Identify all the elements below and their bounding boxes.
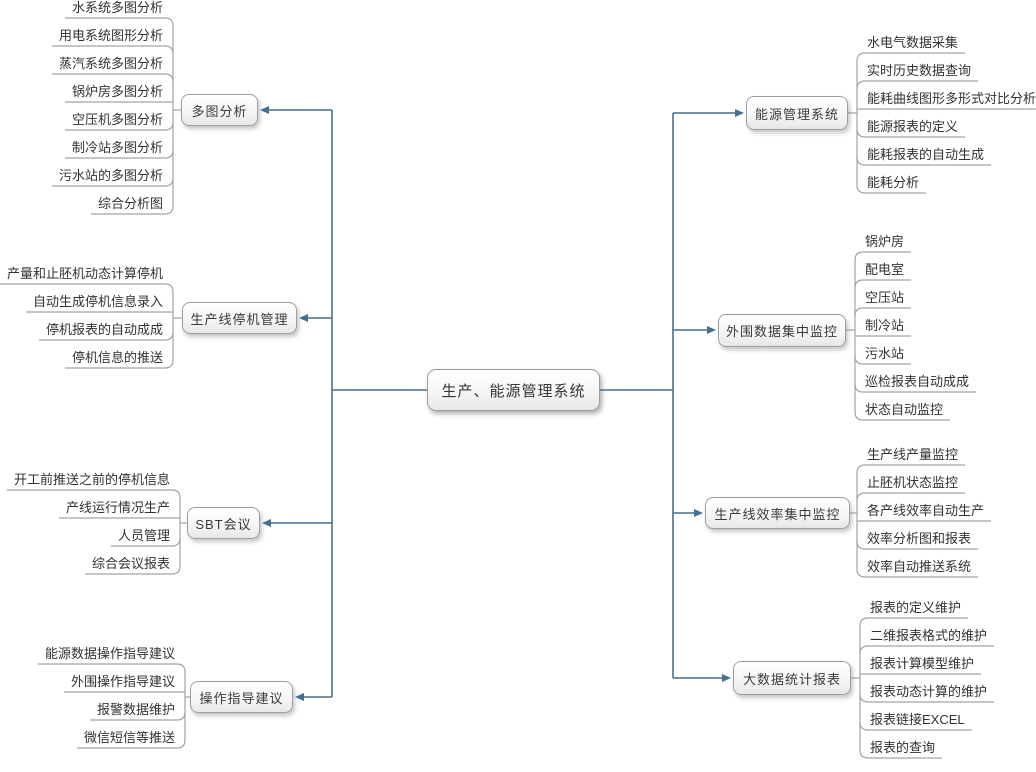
leaf-topic[interactable]: 外围操作指导建议 bbox=[70, 674, 175, 689]
leaf-topic[interactable]: 锅炉房 bbox=[865, 234, 905, 249]
leaf-topic[interactable]: 能耗分析 bbox=[867, 175, 920, 190]
leaf-topic[interactable]: 污水站 bbox=[865, 346, 905, 361]
branch-topic-label: 生产线停机管理 bbox=[190, 311, 289, 327]
branch-topic-label: 多图分析 bbox=[191, 103, 248, 119]
leaf-topic[interactable]: 微信短信等推送 bbox=[83, 730, 175, 745]
leaf-topic[interactable]: 综合分析图 bbox=[97, 196, 163, 211]
branch-topic-right-1[interactable]: 外围数据集中监控 bbox=[718, 313, 846, 347]
leaf-topic[interactable]: 效率分析图和报表 bbox=[867, 531, 972, 546]
branch-topic-right-2[interactable]: 生产线效率集中监控 bbox=[705, 497, 850, 529]
leaf-topic[interactable]: 水电气数据采集 bbox=[867, 35, 959, 50]
branch-topic-left-2[interactable]: SBT会议 bbox=[187, 507, 260, 539]
branch-topic-right-0[interactable]: 能源管理系统 bbox=[746, 96, 848, 130]
leaf-topic[interactable]: 综合会议报表 bbox=[91, 556, 170, 571]
branch-topic-left-3[interactable]: 操作指导建议 bbox=[190, 681, 293, 713]
branch-topic-left-0[interactable]: 多图分析 bbox=[181, 94, 258, 126]
leaf-topic[interactable]: 空压站 bbox=[865, 290, 905, 305]
leaf-topic[interactable]: 报警数据维护 bbox=[96, 702, 175, 717]
branch-topic-label: 外围数据集中监控 bbox=[725, 323, 838, 339]
branch-topic-label: SBT会议 bbox=[195, 516, 252, 532]
leaf-topic[interactable]: 水系统多图分析 bbox=[71, 0, 163, 15]
root-topic-label: 生产、能源管理系统 bbox=[441, 382, 586, 400]
leaf-topic[interactable]: 巡检报表自动成成 bbox=[865, 374, 970, 389]
leaf-topic[interactable]: 报表的定义维护 bbox=[870, 600, 962, 615]
leaf-topic[interactable]: 开工前推送之前的停机信息 bbox=[13, 472, 170, 487]
leaf-topic[interactable]: 报表链接EXCEL bbox=[870, 712, 965, 727]
leaf-topic[interactable]: 污水站的多图分析 bbox=[58, 168, 163, 183]
leaf-topic[interactable]: 实时历史数据查询 bbox=[867, 63, 972, 78]
branch-topic-left-1[interactable]: 生产线停机管理 bbox=[182, 302, 297, 334]
leaf-topic[interactable]: 生产线产量监控 bbox=[867, 447, 959, 462]
leaf-topic[interactable]: 停机信息的推送 bbox=[71, 350, 163, 365]
leaf-topic[interactable]: 制冷站多图分析 bbox=[71, 140, 163, 155]
leaf-topic[interactable]: 能源数据操作指导建议 bbox=[44, 646, 175, 661]
leaf-topic[interactable]: 停机报表的自动成成 bbox=[45, 322, 163, 337]
leaf-topic[interactable]: 空压机多图分析 bbox=[71, 112, 163, 127]
leaf-topic[interactable]: 状态自动监控 bbox=[865, 402, 944, 417]
leaf-topic[interactable]: 报表计算模型维护 bbox=[870, 656, 975, 671]
leaf-topic[interactable]: 自动生成停机信息录入 bbox=[32, 294, 163, 309]
leaf-topic[interactable]: 能耗报表的自动生成 bbox=[867, 147, 985, 162]
root-topic[interactable]: 生产、能源管理系统 bbox=[427, 369, 600, 411]
leaf-topic[interactable]: 人员管理 bbox=[117, 528, 170, 543]
leaf-topic[interactable]: 能耗曲线图形多形式对比分析 bbox=[867, 91, 1036, 106]
branch-topic-label: 能源管理系统 bbox=[754, 106, 839, 122]
leaf-topic[interactable]: 蒸汽系统多图分析 bbox=[58, 56, 163, 71]
leaf-topic[interactable]: 各产线效率自动生产 bbox=[867, 503, 985, 518]
branch-topic-label: 生产线效率集中监控 bbox=[714, 506, 841, 522]
leaf-topic[interactable]: 锅炉房多图分析 bbox=[71, 84, 163, 99]
leaf-topic[interactable]: 报表的查询 bbox=[870, 740, 936, 755]
branch-topic-label: 操作指导建议 bbox=[199, 690, 284, 706]
leaf-topic[interactable]: 产线运行情况生产 bbox=[65, 500, 170, 515]
leaf-topic[interactable]: 二维报表格式的维护 bbox=[870, 628, 988, 643]
leaf-topic[interactable]: 止胚机状态监控 bbox=[867, 475, 959, 490]
branch-topic-label: 大数据统计报表 bbox=[742, 671, 841, 687]
leaf-topic[interactable]: 效率自动推送系统 bbox=[867, 559, 972, 574]
leaf-topic[interactable]: 用电系统图形分析 bbox=[58, 28, 163, 43]
branch-topic-right-3[interactable]: 大数据统计报表 bbox=[733, 661, 851, 695]
leaf-topic[interactable]: 配电室 bbox=[865, 262, 905, 277]
leaf-topic[interactable]: 制冷站 bbox=[865, 318, 905, 333]
leaf-topic[interactable]: 能源报表的定义 bbox=[867, 119, 959, 134]
leaf-topic[interactable]: 报表动态计算的维护 bbox=[870, 684, 988, 699]
leaf-topic[interactable]: 产量和止胚机动态计算停机 bbox=[6, 266, 163, 281]
